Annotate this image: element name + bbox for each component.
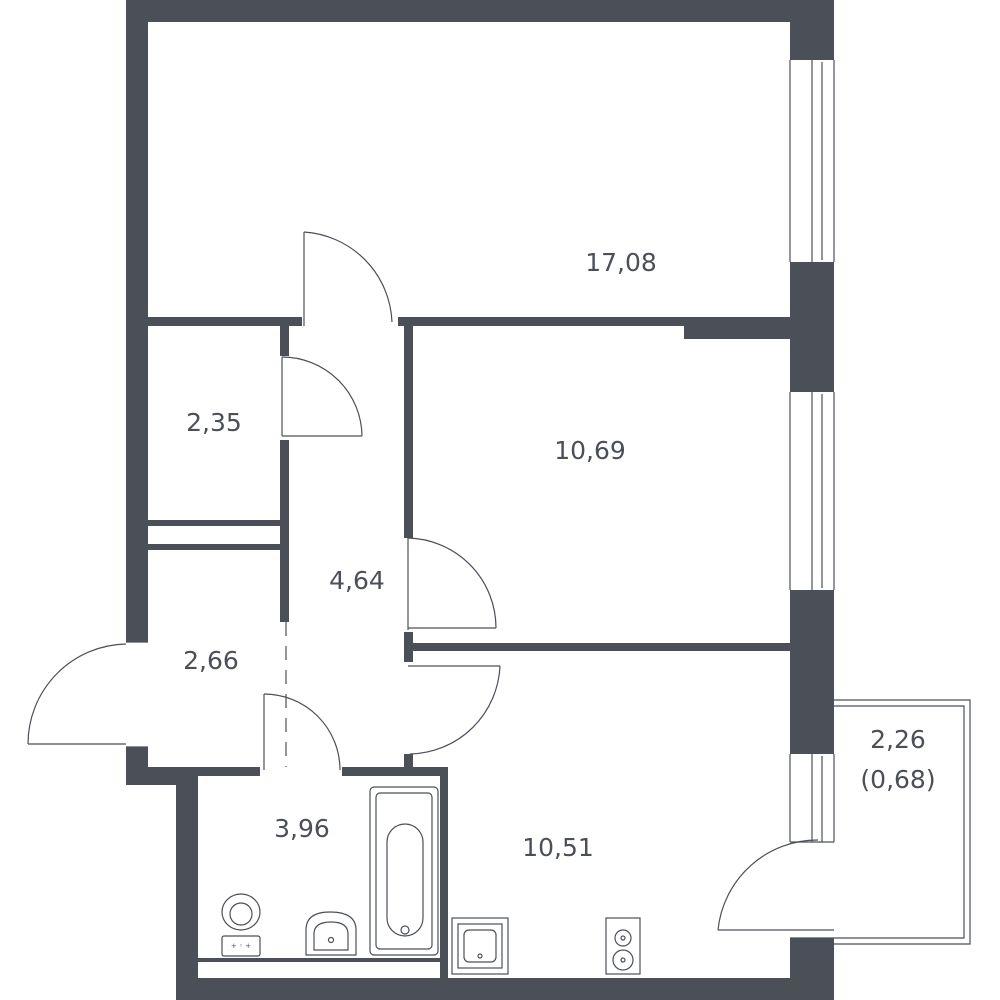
top-wall (126, 0, 834, 22)
toilet-icon: + ◦ + (221, 893, 261, 957)
right-wall-pier-3 (790, 590, 834, 754)
bottom-wall (176, 978, 834, 1000)
balcony (834, 699, 971, 945)
svg-text:+ ◦ +: + ◦ + (231, 942, 251, 950)
bathroom-top-wall-left (198, 767, 260, 776)
door-bedroom (407, 537, 497, 630)
room-area-kitchen: 10,51 (522, 833, 594, 862)
storage-bottom-wall-2 (148, 544, 280, 550)
door-kitchen (408, 665, 501, 755)
room-area-storage: 2,35 (186, 408, 242, 437)
bathtub-icon (369, 786, 439, 956)
storage-top-wall (148, 317, 302, 326)
storage-bottom-wall-1 (148, 520, 280, 526)
room-area-balcony-reduced: (0,68) (860, 765, 935, 794)
stove-icon (605, 917, 641, 975)
storage-right-wall-top (280, 326, 289, 356)
room-area-hall: 2,66 (183, 646, 239, 675)
room-labels: 17,08 2,35 10,69 4,64 2,66 3,96 10,51 2,… (183, 248, 935, 862)
door-balcony (717, 839, 834, 939)
doors (27, 231, 834, 939)
bedroom-bottom-wall (404, 643, 790, 651)
bedroom-top-wall-thick (684, 317, 790, 339)
interior-walls (148, 317, 790, 978)
room-area-corridor: 4,64 (329, 566, 385, 595)
door-storage (281, 356, 363, 437)
bathroom-top-wall-right (342, 767, 446, 776)
bathroom-right-wall (440, 767, 448, 978)
fixtures: + ◦ + (221, 786, 641, 975)
bedroom-top-wall (398, 317, 688, 326)
bathroom-outer-wall (176, 767, 198, 1000)
left-wall (126, 0, 148, 642)
right-wall-pier-1 (790, 0, 834, 60)
window-bedroom (789, 392, 835, 590)
window-kitchen (789, 754, 835, 843)
room-area-bedroom: 10,69 (554, 436, 626, 465)
door-living (303, 231, 393, 326)
door-entrance (27, 641, 148, 748)
bathroom-shelf (198, 958, 440, 962)
storage-right-wall-bottom (280, 440, 289, 622)
windows (789, 60, 835, 843)
door-bathroom (263, 693, 341, 771)
room-area-living: 17,08 (585, 248, 657, 277)
outer-walls (126, 0, 834, 1000)
kitchen-lower-jamb (404, 754, 413, 770)
right-wall-pier-4 (790, 938, 834, 1000)
room-area-bathroom: 3,96 (274, 814, 330, 843)
window-living (789, 60, 835, 262)
right-wall-pier-2 (790, 262, 834, 392)
bedroom-left-wall (404, 326, 413, 538)
sink-icon (305, 911, 357, 956)
kitchen-sink-icon (451, 917, 509, 975)
room-area-balcony: 2,26 (870, 725, 926, 754)
